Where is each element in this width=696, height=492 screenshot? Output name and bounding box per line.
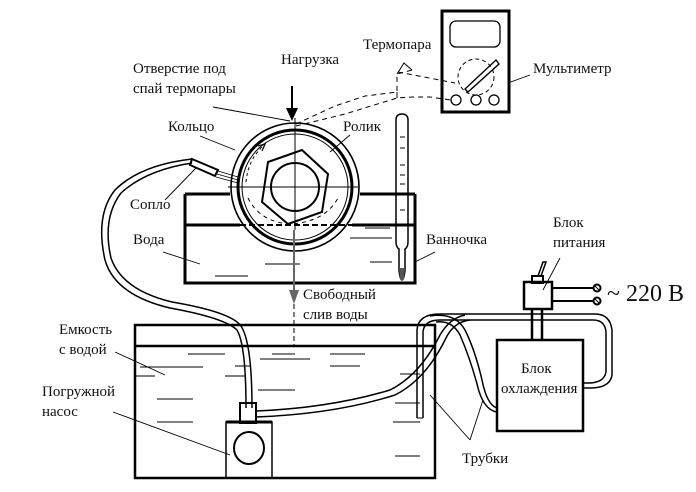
thermometer xyxy=(395,113,409,281)
label-multimeter: Мультиметр xyxy=(533,61,612,77)
label-drain-line1: Свободный xyxy=(303,287,376,303)
bath-walls xyxy=(183,194,417,285)
multimeter-jack-1 xyxy=(450,94,462,106)
label-cooler-line2: охлаждения xyxy=(501,381,577,397)
drain-arrow xyxy=(289,230,299,345)
terminal-icon xyxy=(592,296,602,306)
nozzle-hose xyxy=(100,157,253,409)
bath xyxy=(183,192,417,285)
arrow-down-icon xyxy=(286,108,298,121)
label-power-line2: питания xyxy=(553,235,606,251)
label-tubes: Трубки xyxy=(462,451,508,467)
label-hole-line1: Отверстие под xyxy=(133,61,226,77)
thermometer-bulb xyxy=(399,268,405,281)
label-thermocouple: Термопара xyxy=(363,37,432,53)
tank-walls xyxy=(133,323,437,480)
load-arrow xyxy=(286,86,298,121)
label-tank-line1: Емкость xyxy=(59,322,112,338)
power-unit xyxy=(522,261,602,311)
pump-outlet xyxy=(239,402,257,424)
toggle-switch-icon xyxy=(536,261,548,277)
water-tank xyxy=(133,323,437,480)
cooling-unit-box xyxy=(495,338,585,433)
label-pump-line1: Погружной xyxy=(42,384,115,400)
power-unit-box xyxy=(522,280,554,311)
multimeter-body xyxy=(440,9,511,114)
multimeter xyxy=(440,9,511,114)
pump-impeller xyxy=(233,431,265,465)
label-hole-line2: спай термопары xyxy=(133,81,236,97)
submersible-pump xyxy=(225,314,471,479)
label-roller: Ролик xyxy=(343,119,382,135)
label-power-line1: Блок xyxy=(553,215,584,231)
label-bath: Ванночка xyxy=(426,232,487,248)
rotation-arrow-icon xyxy=(257,142,267,152)
label-voltage: ~ 220 В xyxy=(607,281,684,307)
leader-lines xyxy=(112,74,561,456)
multimeter-jack-3 xyxy=(488,94,500,106)
multimeter-display xyxy=(449,20,501,48)
multimeter-jack-2 xyxy=(470,94,482,106)
label-ring: Кольцо xyxy=(168,119,214,135)
label-load: Нагрузка xyxy=(281,52,339,68)
terminal-icon xyxy=(592,283,602,293)
nozzle xyxy=(188,157,220,178)
drain-arrow-icon xyxy=(289,290,299,304)
pump-body xyxy=(225,421,273,479)
label-tank-line2: с водой xyxy=(59,342,107,358)
label-pump-line2: насос xyxy=(42,404,78,420)
multimeter-knob xyxy=(463,58,500,93)
multimeter-dial xyxy=(457,58,495,96)
label-drain-line2: слив воды xyxy=(303,307,368,323)
label-water: Вода xyxy=(133,232,165,248)
roller-nut xyxy=(260,148,330,226)
thermocouple-wires xyxy=(295,62,456,127)
label-cooler-line1: Блок xyxy=(521,361,552,377)
label-nozzle: Сопло xyxy=(130,197,171,213)
cooling-unit xyxy=(495,309,585,433)
cooling-tubes xyxy=(416,313,613,419)
